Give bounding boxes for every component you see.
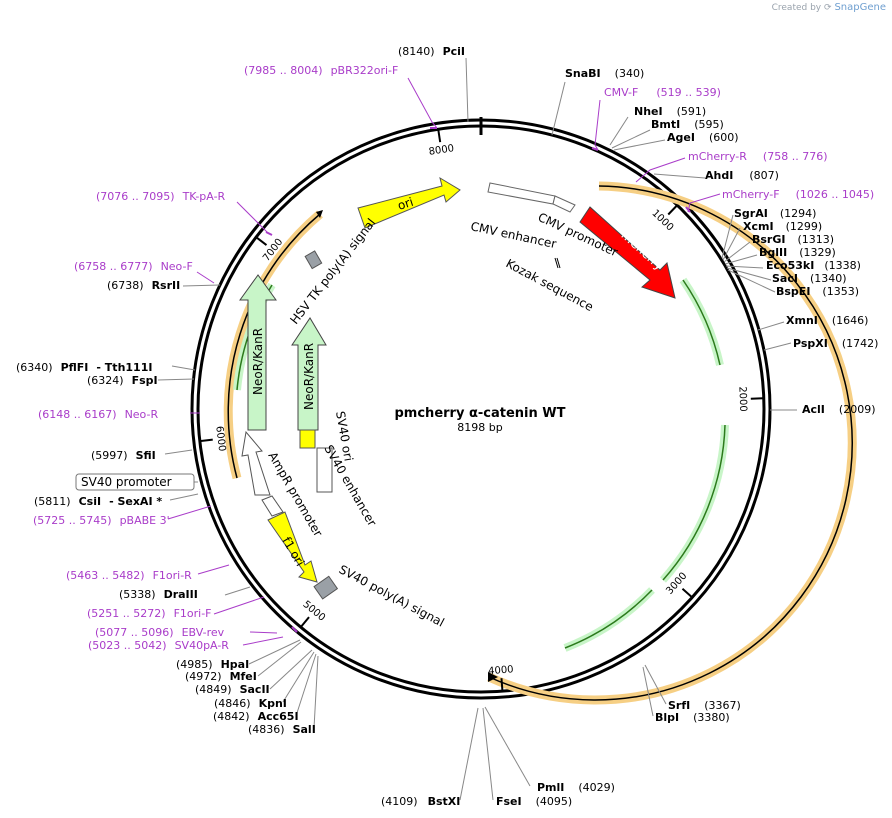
neor-inner-label: NeoR/KanR (302, 343, 316, 410)
enzyme-srfi: SrfI(3367) (668, 699, 741, 712)
enzyme-hpai: (4985)HpaI (176, 658, 249, 671)
feature-neor-inner[interactable]: NeoR/KanR (291, 317, 327, 431)
tick-label: 8000 (428, 143, 455, 158)
enzyme-mfei: (4972)MfeI (185, 670, 257, 683)
primer-f1ori-r: (5463 .. 5482)F1ori-R (66, 569, 192, 582)
enzyme-nhei: NheI(591) (634, 105, 706, 118)
feature-cmv-enhancer[interactable] (487, 182, 576, 213)
snapgene-logo-icon: ⟳ (824, 3, 832, 13)
feature-ori[interactable]: ori (357, 176, 461, 229)
primer-mcherry-r: mCherry-R(758 .. 776) (688, 150, 827, 163)
tick-mark (299, 616, 310, 628)
enzyme-bsrgi: BsrGI(1313) (752, 233, 834, 246)
tick-label: 6000 (213, 426, 227, 453)
enzyme-bglii: BglII(1329) (759, 246, 836, 259)
tick-label: 5000 (300, 599, 327, 624)
feature-ampr-promoter[interactable] (241, 430, 284, 517)
tick-label: 2000 (736, 386, 748, 412)
enzyme-eco53ki: Eco53kI(1338) (766, 259, 861, 272)
f1ori-label: f1 ori (279, 535, 307, 569)
enzyme-saci: SacI(1340) (772, 272, 847, 285)
enzyme-agei: AgeI(600) (667, 131, 739, 144)
enzyme-pcii: (8140)PciI (398, 45, 465, 58)
enzyme-snabi: SnaBI(340) (565, 67, 644, 80)
tick-mark (681, 588, 693, 599)
enzyme-draiii: (5338)DraIII (119, 588, 198, 601)
plasmid-length: 8198 bp (457, 421, 502, 434)
enzyme-acc65i: (4842)Acc65I (213, 710, 299, 723)
enzyme-acli: AclI(2009) (802, 403, 875, 416)
leader-lines (157, 57, 797, 801)
orf-left (223, 210, 323, 480)
tick-mark (199, 438, 213, 443)
kozak-label: Kozak sequence (504, 256, 596, 314)
orf-mcherry-alpha-catenin (487, 181, 857, 705)
enzyme-fspi: (6324)FspI (87, 374, 158, 387)
plasmid-name: pmcherry α-catenin WT (395, 406, 566, 421)
enzyme-bstxi: (4109)BstXI (381, 795, 460, 808)
tick-mark (500, 678, 504, 692)
primer-pbabe-3: (5725 .. 5745)pBABE 3' (33, 514, 170, 527)
feature-sv40-ori[interactable] (299, 429, 316, 449)
enzyme-csii: (5811)CsiI- SexAI * (34, 495, 162, 508)
tick-label: 4000 (488, 664, 514, 677)
primer-pbr322ori-f: (7985 .. 8004)pBR322ori-F (244, 64, 398, 77)
enzyme-pmli: PmlI(4029) (537, 781, 615, 794)
enzyme-pspxi: PspXI(1742) (793, 337, 878, 350)
green-segments (233, 277, 729, 652)
primer-tk-pa-r: (7076 .. 7095)TK-pA-R (96, 190, 226, 203)
enzyme-pflfi: (6340)PflFI- Tth111I (16, 361, 152, 374)
enzyme-sfii: (5997)SfiI (91, 449, 156, 462)
enzyme-xmni: XmnI(1646) (786, 314, 868, 327)
enzyme-kpni: (4846)KpnI (214, 697, 287, 710)
feature-sv40-polya (313, 575, 339, 600)
primer-ebv-rev: (5077 .. 5096)EBV-rev (95, 626, 225, 639)
primer-neo-f: (6758 .. 6777)Neo-F (74, 260, 193, 273)
feature-hsv-tk-box (304, 250, 323, 270)
ori-label: ori (396, 195, 415, 213)
enzyme-sacii: (4849)SacII (195, 683, 270, 696)
snapgene-credit: Created by ⟳ SnapGene (772, 2, 886, 13)
enzyme-fsei: FseI(4095) (496, 795, 572, 808)
primer-f1ori-f: (5251 .. 5272)F1ori-F (87, 607, 212, 620)
credit-brand: SnapGene (834, 2, 886, 13)
enzyme-xcmi: XcmI(1299) (743, 220, 822, 233)
credit-prefix: Created by (771, 3, 822, 13)
enzyme-blpi: BlpI(3380) (655, 711, 730, 724)
sv40-polya-label: SV40 poly(A) signal (337, 562, 447, 629)
sv40-promoter-box: SV40 promoter (75, 473, 195, 491)
primer-neo-r: (6148 .. 6167)Neo-R (38, 408, 158, 421)
tick-mark (255, 236, 268, 246)
enzyme-bspei: BspEI(1353) (776, 285, 859, 298)
enzyme-sgrai: SgrAI(1294) (734, 207, 816, 220)
primer-cmv-f: CMV-F(519 .. 539) (604, 86, 721, 99)
feature-sv40-enhancer[interactable] (316, 447, 333, 493)
primer-leaders (167, 77, 721, 646)
tick-mark (437, 129, 442, 143)
enzyme-ahdi: AhdI(807) (705, 169, 779, 182)
enzyme-bmti: BmtI(595) (651, 118, 724, 131)
sv40-promoter-label: SV40 promoter (81, 475, 172, 489)
feature-neor-outer[interactable]: NeoR/KanR (239, 274, 277, 431)
enzyme-sali: (4836)SalI (248, 723, 316, 736)
primer-mcherry-f: mCherry-F(1026 .. 1045) (722, 188, 874, 201)
enzyme-rsrii: (6738)RsrII (107, 279, 180, 292)
neor-outer-label: NeoR/KanR (251, 328, 265, 395)
tick-mark (667, 204, 678, 216)
primer-sv40pa-r: (5023 .. 5042)SV40pA-R (88, 639, 229, 652)
